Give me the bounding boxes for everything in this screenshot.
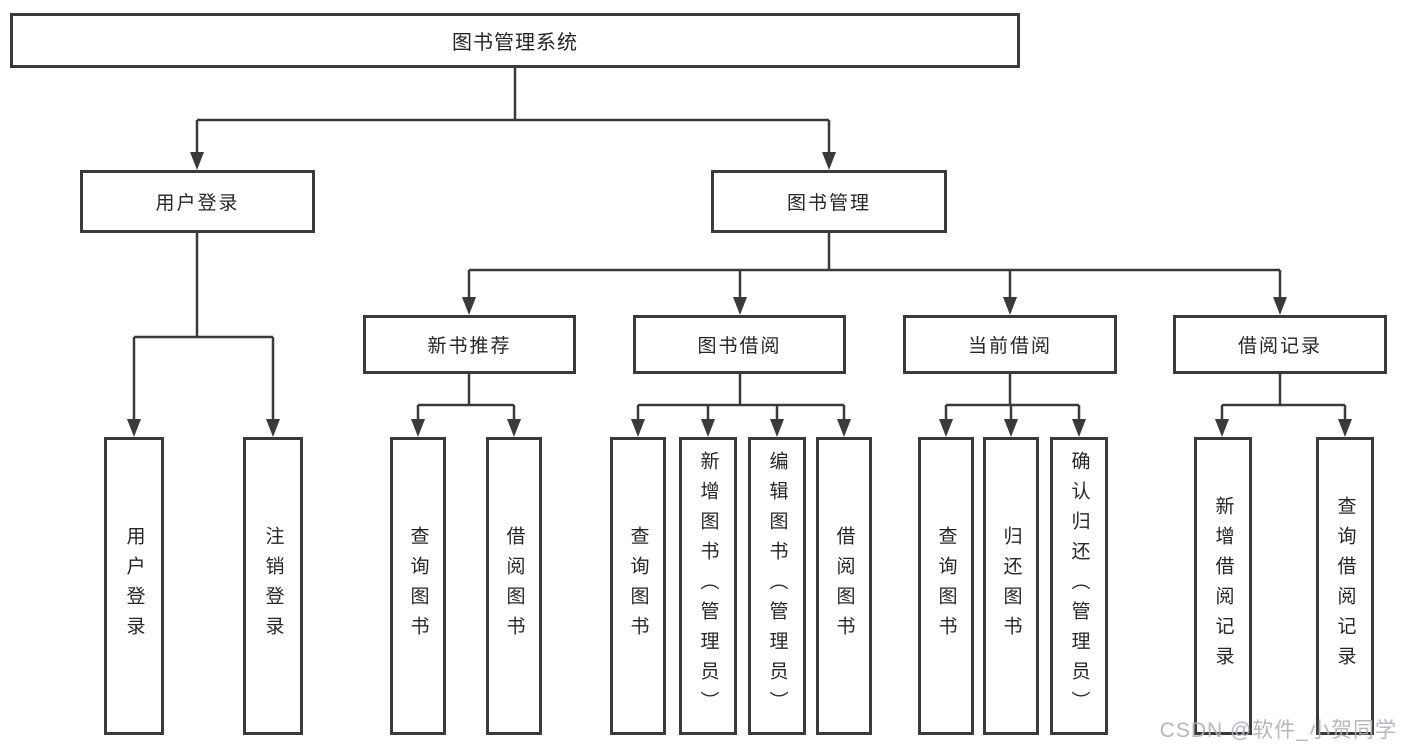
leaf-logout-label: 注销登录 (262, 526, 284, 646)
leaf-logout: 注销登录 (243, 437, 303, 735)
leaf-recommend-borrow-books-label: 借阅图书 (503, 526, 525, 646)
leaf-records-add-record-label: 新增借阅记录 (1212, 496, 1234, 676)
leaf-borrowing-query-books: 查询图书 (610, 437, 666, 735)
leaf-recommend-query-books: 查询图书 (390, 437, 446, 735)
leaf-borrowing-query-books-label: 查询图书 (627, 526, 649, 646)
leaf-user-login-label: 用户登录 (123, 526, 145, 646)
node-new-book-recommend: 新书推荐 (363, 315, 576, 374)
leaf-current-return-books: 归还图书 (983, 437, 1039, 735)
leaf-borrowing-add-books-label: 新增图书（管理员） (697, 451, 719, 721)
node-borrowing-records-label: 借阅记录 (1237, 336, 1322, 357)
node-root: 图书管理系统 (10, 13, 1020, 68)
leaf-recommend-query-books-label: 查询图书 (407, 526, 429, 646)
node-root-label: 图书管理系统 (452, 32, 578, 54)
node-current-borrowing: 当前借阅 (903, 315, 1117, 374)
leaf-records-add-record: 新增借阅记录 (1194, 437, 1252, 735)
leaf-current-return-books-label: 归还图书 (1000, 526, 1022, 646)
node-book-management: 图书管理 (711, 170, 947, 233)
node-user-login: 用户登录 (80, 170, 315, 233)
node-user-login-label: 用户登录 (155, 193, 240, 214)
leaf-borrowing-edit-books-label: 编辑图书（管理员） (766, 451, 788, 721)
leaf-records-query-record: 查询借阅记录 (1316, 437, 1374, 735)
node-book-borrowing: 图书借阅 (633, 315, 846, 374)
leaf-borrowing-edit-books: 编辑图书（管理员） (748, 437, 806, 735)
leaf-current-query-books-label: 查询图书 (935, 526, 957, 646)
node-current-borrowing-label: 当前借阅 (967, 336, 1052, 357)
node-new-book-recommend-label: 新书推荐 (427, 336, 512, 357)
csdn-watermark: CSDN @软件_小贺同学 (1159, 719, 1397, 742)
leaf-current-confirm-return: 确认归还（管理员） (1050, 437, 1108, 735)
leaf-recommend-borrow-books: 借阅图书 (486, 437, 542, 735)
leaf-current-query-books: 查询图书 (918, 437, 974, 735)
leaf-current-confirm-return-label: 确认归还（管理员） (1068, 451, 1090, 721)
leaf-borrowing-borrow-books: 借阅图书 (816, 437, 872, 735)
leaf-records-query-record-label: 查询借阅记录 (1334, 496, 1356, 676)
node-borrowing-records: 借阅记录 (1173, 315, 1387, 374)
leaf-borrowing-add-books: 新增图书（管理员） (679, 437, 737, 735)
arrowheads (127, 152, 1352, 437)
leaf-borrowing-borrow-books-label: 借阅图书 (833, 526, 855, 646)
leaf-user-login: 用户登录 (104, 437, 164, 735)
node-book-borrowing-label: 图书借阅 (697, 336, 782, 357)
node-book-management-label: 图书管理 (786, 193, 871, 214)
